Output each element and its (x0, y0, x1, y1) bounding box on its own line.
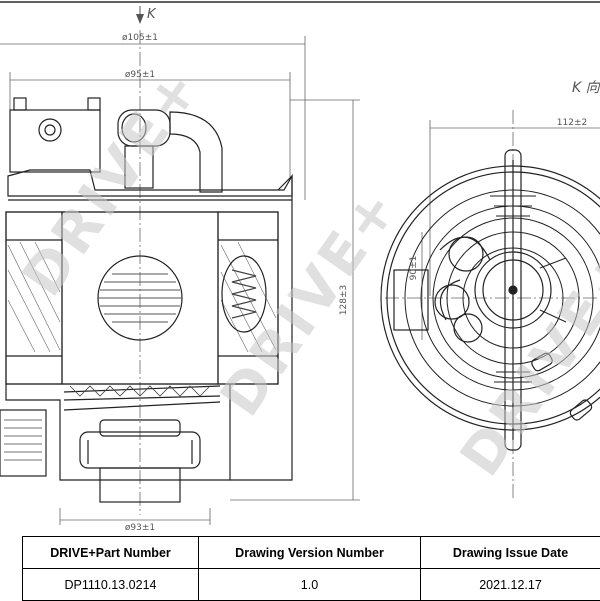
value-part-number: DP1110.13.0214 (23, 569, 199, 601)
watermark-right: DRIVE+ (448, 235, 600, 488)
table-header-row: DRIVE+Part Number Drawing Version Number… (23, 537, 600, 569)
table-value-row: DP1110.13.0214 1.0 2021.12.17 (23, 569, 600, 601)
watermark-center: DRIVE+ (208, 175, 412, 428)
watermark-left: DRIVE+ (10, 55, 214, 308)
dim-top-width: ø105±1 (122, 33, 158, 43)
value-drawing-version: 1.0 (199, 569, 421, 601)
header-drawing-version: Drawing Version Number (199, 537, 421, 569)
drawing-info-table: DRIVE+Part Number Drawing Version Number… (22, 536, 600, 601)
header-part-number: DRIVE+Part Number (23, 537, 199, 569)
side-view-label: K 向 (572, 80, 600, 96)
dim-bottom-width: ø93±1 (125, 523, 155, 533)
value-issue-date: 2021.12.17 (421, 569, 600, 601)
dim-side-height: 90±1 (409, 256, 419, 281)
technical-drawing: ø105±1 ø95±1 ø93±1 128±3 K (0, 0, 600, 535)
view-marker-k: K (147, 7, 157, 22)
dim-side-width: 112±2 (557, 118, 587, 128)
header-issue-date: Drawing Issue Date (421, 537, 600, 569)
